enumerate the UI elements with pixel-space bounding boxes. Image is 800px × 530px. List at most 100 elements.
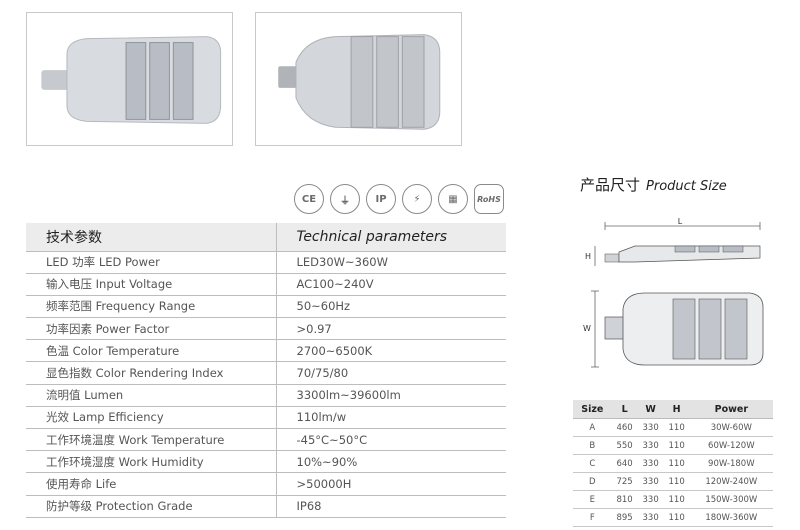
dimension-label-w: W <box>583 324 591 333</box>
size-cell: 330 <box>637 508 664 527</box>
size-cell: E <box>573 490 612 509</box>
energy-icon: ⚡ <box>402 184 432 214</box>
rohs-icon: RoHS <box>474 184 504 214</box>
product-size-title-cn: 产品尺寸 <box>580 176 641 194</box>
header-en: Technical parameters <box>276 223 506 251</box>
size-cell: 330 <box>637 490 664 509</box>
size-cell: C <box>573 454 612 473</box>
size-cell: 30W-60W <box>689 418 773 437</box>
param-value: AC100~240V <box>276 272 506 296</box>
param-value: >0.97 <box>276 317 506 340</box>
size-table-row: C 640 330 110 90W-180W <box>573 454 773 473</box>
ce-mark-icon: CE <box>294 184 324 214</box>
dimension-label-h: H <box>585 252 591 261</box>
param-label: 使用寿命 Life <box>26 472 277 496</box>
size-cell: 810 <box>611 490 638 509</box>
table-row: 工作环境温度 Work Temperature-45°C~50°C <box>26 427 506 451</box>
dimension-drawing-side: L H <box>575 218 775 274</box>
size-col-header: L <box>611 400 638 419</box>
size-cell: 150W-300W <box>689 490 773 509</box>
size-col-header: W <box>637 400 664 419</box>
ip-rating-icon: IP <box>366 184 396 214</box>
size-table-row: D 725 330 110 120W-240W <box>573 472 773 491</box>
size-table-header: Size L W H Power <box>573 400 773 419</box>
dimension-label-l: L <box>678 218 683 226</box>
size-cell: A <box>573 418 612 437</box>
size-cell: 60W-120W <box>689 436 773 455</box>
param-value: 3300lm~39600lm <box>276 383 506 407</box>
size-cell: 460 <box>611 418 638 437</box>
size-table-row: A 460 330 110 30W-60W <box>573 418 773 437</box>
certification-icons: CE ⏚ IP ⚡ ▦ RoHS <box>294 184 504 214</box>
technical-parameters-table: 技术参数 Technical parameters LED 功率 LED Pow… <box>26 223 506 518</box>
size-cell: 180W-360W <box>689 508 773 527</box>
param-value: 2700~6500K <box>276 339 506 362</box>
size-col-header: Power <box>689 400 773 419</box>
param-label: LED 功率 LED Power <box>26 250 277 274</box>
size-cell: 110 <box>663 454 690 473</box>
product-photo-side-view <box>255 12 462 146</box>
param-label: 工作环境湿度 Work Humidity <box>26 450 277 473</box>
param-value: 50~60Hz <box>276 294 506 318</box>
param-label: 流明值 Lumen <box>26 383 277 407</box>
size-table-row: B 550 330 110 60W-120W <box>573 436 773 455</box>
size-cell: 330 <box>637 436 664 455</box>
product-photo-top-view <box>26 12 233 146</box>
param-value: 10%~90% <box>276 450 506 473</box>
size-cell: 330 <box>637 454 664 473</box>
param-value: 110lm/w <box>276 405 506 429</box>
param-value: -45°C~50°C <box>276 427 506 451</box>
size-cell: D <box>573 472 612 491</box>
size-table-row: F 895 330 110 180W-360W <box>573 508 773 527</box>
size-cell: 120W-240W <box>689 472 773 491</box>
table-row: 功率因素 Power Factor>0.97 <box>26 317 506 340</box>
size-table-row: E 810 330 110 150W-300W <box>573 490 773 509</box>
param-label: 输入电压 Input Voltage <box>26 272 277 296</box>
param-label: 色温 Color Temperature <box>26 339 277 362</box>
size-cell: 90W-180W <box>689 454 773 473</box>
size-cell: B <box>573 436 612 455</box>
ground-icon: ⏚ <box>330 184 360 214</box>
param-label: 显色指数 Color Rendering Index <box>26 361 277 385</box>
size-cell: 110 <box>663 490 690 509</box>
header-cn: 技术参数 <box>26 223 277 251</box>
product-size-title: 产品尺寸 Product Size <box>580 174 727 195</box>
size-cell: F <box>573 508 612 527</box>
dimension-drawing-top: W <box>575 285 775 372</box>
param-value: LED30W~360W <box>276 250 506 274</box>
size-col-header: Size <box>573 400 612 419</box>
size-cell: 110 <box>663 436 690 455</box>
param-value: >50000H <box>276 472 506 496</box>
size-col-header: H <box>663 400 690 419</box>
size-cell: 110 <box>663 472 690 491</box>
param-label: 频率范围 Frequency Range <box>26 294 277 318</box>
size-cell: 330 <box>637 472 664 491</box>
table-header-row: 技术参数 Technical parameters <box>26 223 506 251</box>
param-value: IP68 <box>276 494 506 518</box>
product-size-title-en: Product Size <box>646 179 727 194</box>
param-label: 防护等级 Protection Grade <box>26 494 277 518</box>
size-cell: 550 <box>611 436 638 455</box>
table-row: 使用寿命 Life>50000H <box>26 472 506 496</box>
size-cell: 895 <box>611 508 638 527</box>
size-table: Size L W H Power A 460 330 110 30W-60W B… <box>573 400 773 527</box>
param-label: 光效 Lamp Efficiency <box>26 405 277 429</box>
pattern-icon: ▦ <box>438 184 468 214</box>
size-cell: 725 <box>611 472 638 491</box>
param-value: 70/75/80 <box>276 361 506 385</box>
size-cell: 110 <box>663 418 690 437</box>
param-label: 功率因素 Power Factor <box>26 317 277 340</box>
size-cell: 640 <box>611 454 638 473</box>
size-cell: 330 <box>637 418 664 437</box>
param-label: 工作环境温度 Work Temperature <box>26 427 277 451</box>
size-cell: 110 <box>663 508 690 527</box>
